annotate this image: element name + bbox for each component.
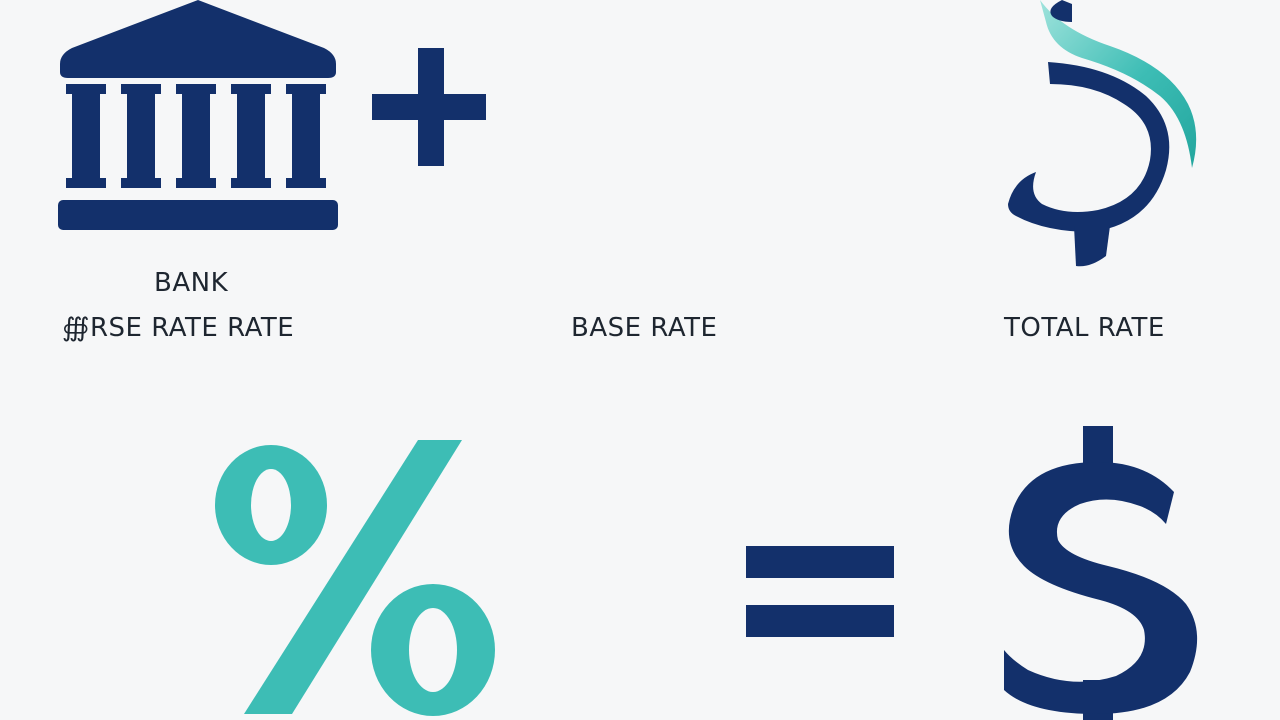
plus-icon — [372, 48, 486, 166]
bank-label: BANK — [154, 268, 229, 298]
total-rate-label: TOTAL RATE — [1004, 313, 1165, 343]
bank-columns — [66, 84, 326, 188]
equals-icon — [746, 546, 894, 637]
base-rate-label: BASE RATE — [571, 313, 718, 343]
garbled-rate-label: ∰RSE RATE RATE — [62, 313, 295, 343]
percent-icon — [215, 440, 495, 716]
bank-building-icon — [58, 0, 338, 230]
dollar-icon — [1008, 0, 1197, 267]
dollar-sign-large — [1004, 426, 1198, 720]
